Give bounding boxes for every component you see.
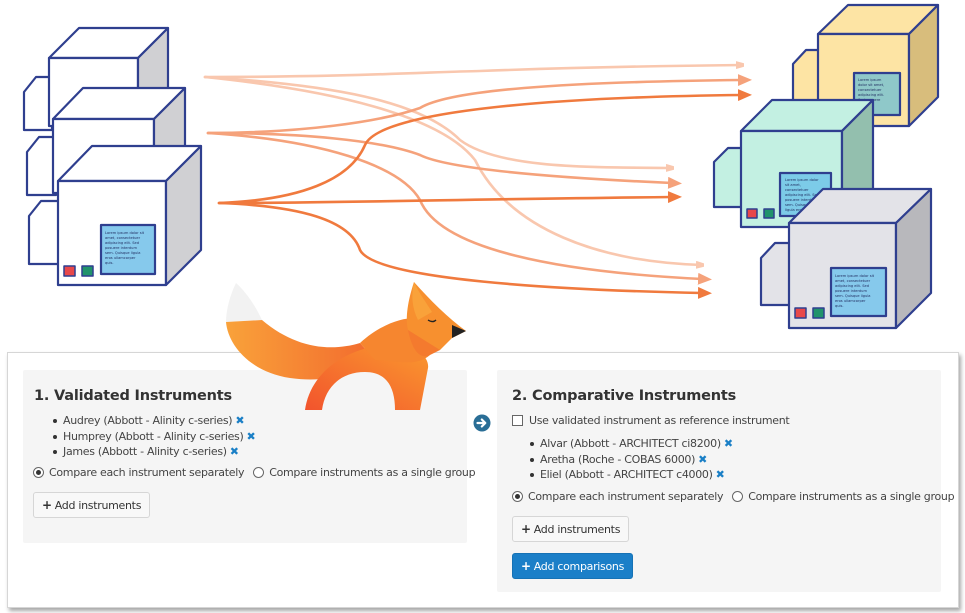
svg-text:dolor sit amet,: dolor sit amet, [858,83,884,87]
list-item: Alvar (Abbott - ARCHITECT ci8200)✖ [530,436,733,452]
list-item: Aretha (Roche - COBAS 6000)✖ [530,452,733,468]
radio-unselected-icon[interactable] [732,491,744,502]
plus-icon: + [521,522,531,536]
flow-arrow [217,201,712,299]
svg-text:eros ullamcorper: eros ullamcorper [835,299,866,303]
flow-arrow [206,74,752,135]
radio-selected-icon[interactable] [33,467,44,478]
svg-text:Lorem ipsum: Lorem ipsum [858,78,882,82]
svg-text:amet, consectetuer: amet, consectetuer [105,236,141,240]
remove-icon[interactable]: ✖ [698,452,708,466]
flow-arrow [217,191,682,205]
svg-text:adipiscing elit.: adipiscing elit. [858,93,884,97]
remove-icon[interactable]: ✖ [246,429,256,443]
add-validated-instruments-button[interactable]: +Add instruments [33,492,151,518]
radio-compare-group[interactable]: Compare instruments as a single group [253,466,476,479]
list-item: James (Abbott - Alinity c-series)✖ [53,444,255,460]
svg-text:sem. Quisque: sem. Quisque [785,203,810,207]
checkbox-icon[interactable] [512,415,523,426]
radio-compare-group[interactable]: Compare instruments as a single group [732,490,955,503]
flow-arrow [203,65,742,79]
instrument-cluster-right: Lorem ipsum dolor sit amet, consectetuer… [712,3,940,330]
svg-text:sit amet,: sit amet, [785,183,801,187]
radio-selected-icon[interactable] [512,491,523,502]
add-comparisons-button[interactable]: +Add comparisons [512,553,634,579]
flow-arrow [203,75,702,265]
comparative-instrument-list: Alvar (Abbott - ARCHITECT ci8200)✖ Areth… [530,436,733,483]
svg-text:posuere interdum: posuere interdum [835,289,867,293]
radio-compare-separately[interactable]: Compare each instrument separately [512,490,723,503]
svg-text:posuere interdum: posuere interdum [785,198,817,202]
svg-text:consectetuer: consectetuer [858,88,882,92]
remove-icon[interactable]: ✖ [229,445,239,458]
svg-text:quis.: quis. [105,261,114,265]
validated-instrument-list: Audrey (Abbott - Alinity c-series)✖ Hump… [53,413,256,460]
svg-text:consectetuer: consectetuer [785,188,809,192]
svg-text:adipiscing elit. Sed: adipiscing elit. Sed [785,193,819,197]
plus-icon: + [42,498,52,512]
svg-text:adipiscing elit. Sed: adipiscing elit. Sed [835,284,869,288]
use-reference-checkbox[interactable]: Use validated instrument as reference in… [512,414,790,427]
remove-icon[interactable]: ✖ [235,414,245,427]
svg-text:sem. Quisque ligula: sem. Quisque ligula [105,251,141,255]
add-comparative-instruments-button[interactable]: +Add instruments [512,516,630,542]
remove-icon[interactable]: ✖ [715,468,725,481]
arrow-right-circle-icon [473,414,491,432]
list-item: Humprey (Abbott - Alinity c-series)✖ [53,429,256,445]
flow-arrow [206,131,682,189]
comparative-compare-mode: Compare each instrument separately Compa… [512,490,963,503]
instrument-cluster-left: Lorem ipsum dolor sit amet, consectetuer… [22,26,203,287]
instrument-left-front [27,144,203,287]
svg-text:eros ullamcorper: eros ullamcorper [105,256,136,260]
radio-compare-separately[interactable]: Compare each instrument separately [33,466,244,479]
svg-text:quis.: quis. [835,304,844,308]
svg-text:amet, consectetuer: amet, consectetuer [835,279,871,283]
svg-text:ligula eros: ligula eros [785,208,804,212]
svg-text:sem. Quisque ligula: sem. Quisque ligula [835,294,871,298]
plus-icon: + [521,559,531,573]
flow-arrow [217,89,752,205]
comparative-instruments-card: 2. Comparative Instruments Use validated… [497,370,955,592]
instrument-selection-panel: 1. Validated Instruments Audrey (Abbott … [7,352,959,608]
remove-icon[interactable]: ✖ [723,437,733,450]
validated-compare-mode: Compare each instrument separately Compa… [33,466,484,479]
svg-text:posuere interdum: posuere interdum [105,246,137,250]
instrument-right-mint: Lorem ipsum dolor sit amet, consectetuer… [712,98,875,229]
svg-text:adipiscing elit. Sed: adipiscing elit. Sed [105,241,139,245]
validated-instruments-card: 1. Validated Instruments Audrey (Abbott … [23,370,476,543]
instrument-right-gray: Lorem ipsum dolor sit amet, consectetuer… [759,187,933,330]
list-item: Audrey (Abbott - Alinity c-series)✖ [53,413,255,429]
comparative-instruments-title: 2. Comparative Instruments [512,388,737,404]
flow-arrow [203,75,672,168]
svg-text:Lorem ipsum dolor sit: Lorem ipsum dolor sit [835,274,875,278]
list-item: Eliel (Abbott - ARCHITECT c4000)✖ [530,467,733,483]
radio-unselected-icon[interactable] [253,467,265,478]
svg-text:Lorem ipsum dolor: Lorem ipsum dolor [785,178,819,182]
validated-instruments-title: 1. Validated Instruments [34,388,232,404]
flow-arrows [203,65,752,299]
svg-text:Lorem ipsum dolor sit: Lorem ipsum dolor sit [105,231,145,235]
